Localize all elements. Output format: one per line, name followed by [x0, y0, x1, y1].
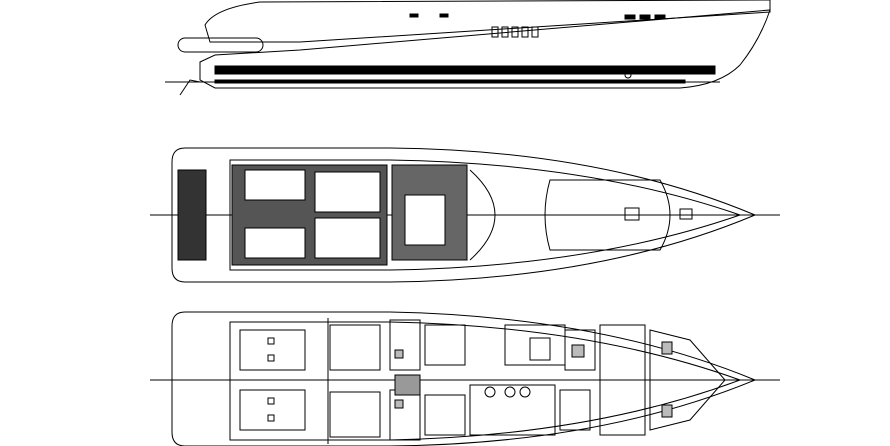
deck-inner-outline: [229, 159, 742, 271]
swim-platform-decking: [177, 169, 207, 261]
helm-station: [404, 194, 446, 246]
hull-port: [624, 71, 632, 79]
side-windows: [409, 13, 666, 20]
heads: [394, 341, 673, 418]
windscreen: [469, 169, 496, 261]
dinette: [484, 337, 551, 398]
sunpad: [544, 179, 671, 251]
superstructure: [204, 0, 771, 43]
portholes: [491, 26, 539, 38]
hatch-2: [679, 208, 693, 220]
hull-outline: [199, 9, 771, 89]
lower-hull-outline: [171, 311, 757, 446]
cockpit-seating: [244, 169, 381, 259]
lower-deck-plan-view: [150, 311, 780, 446]
main-deck-plan-view: [150, 147, 780, 283]
tender: [177, 37, 264, 53]
deck-hull-outline: [171, 147, 757, 283]
stairs: [394, 374, 421, 396]
hatch-1: [624, 207, 640, 221]
boot-stripe: [214, 79, 686, 84]
side-profile-view: [165, 0, 771, 96]
lower-inner-outline: [229, 321, 742, 441]
hull-stripe: [214, 65, 716, 75]
cabins: [329, 319, 726, 441]
swim-ladder: [179, 79, 201, 96]
engine-room-equipment: [239, 329, 306, 431]
